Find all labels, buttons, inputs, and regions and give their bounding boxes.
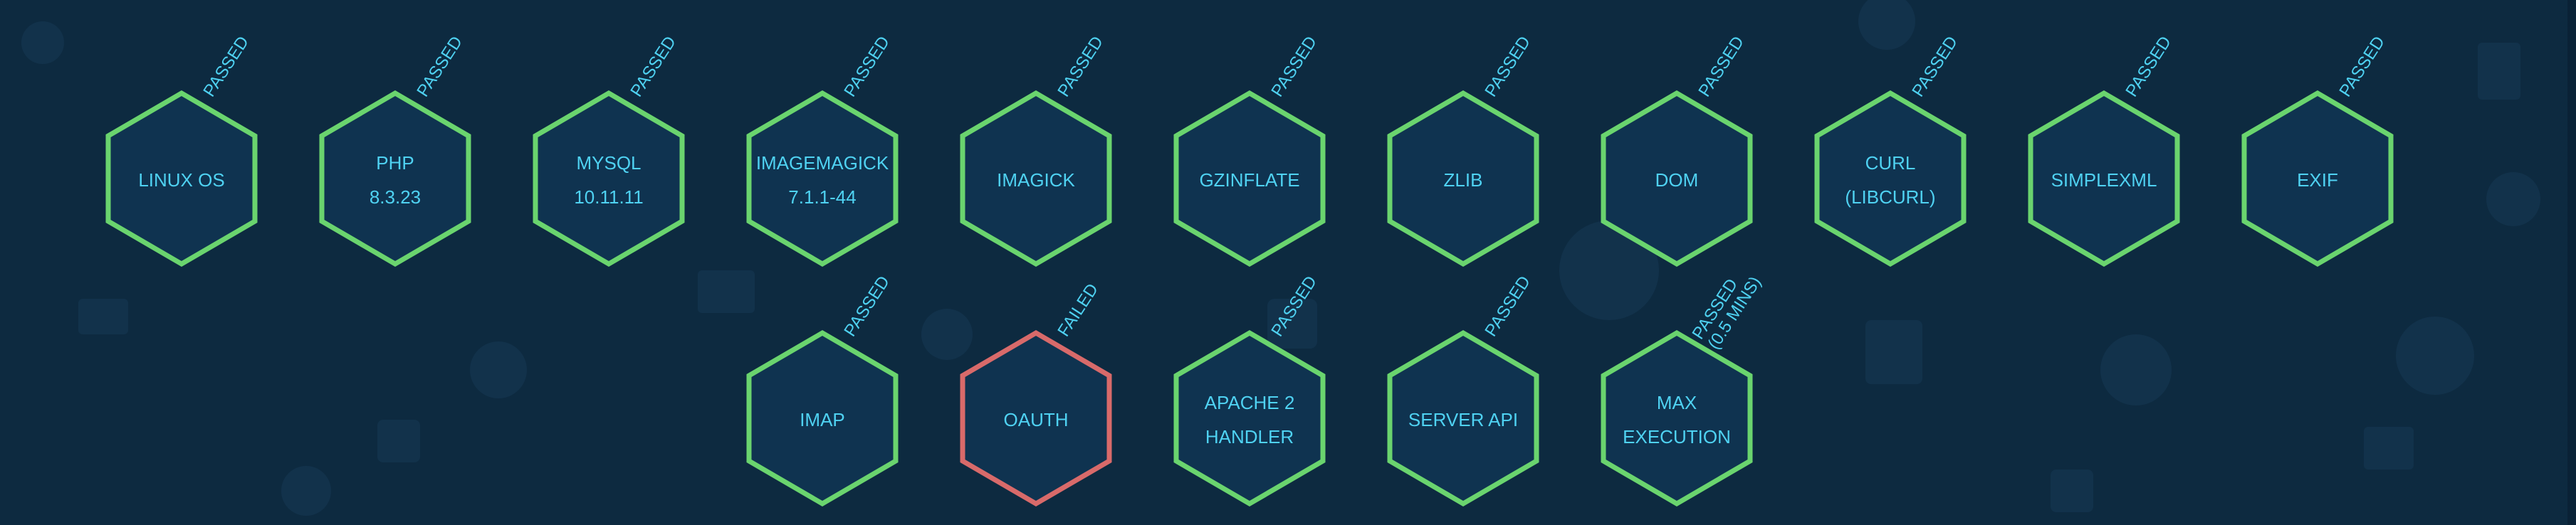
- check-item: GZINFLATE: [1157, 88, 1342, 272]
- check-label: IMAP: [751, 377, 894, 462]
- check-item: IMAGEMAGICK 7.1.1-44: [730, 88, 915, 272]
- passed-hexagon-icon: [319, 90, 471, 267]
- check-item: DOM: [1584, 88, 1769, 272]
- check-item: MAX EXECUTION: [1584, 327, 1769, 512]
- check-item: LINUX OS: [89, 88, 274, 272]
- check-item: IMAGICK: [943, 88, 1129, 272]
- check-label: IMAGEMAGICK 7.1.1-44: [751, 137, 894, 223]
- check-label-line: EXIF: [2297, 169, 2338, 191]
- passed-hexagon-icon: [1387, 329, 1539, 507]
- check-label-line: CURL: [1865, 152, 1916, 174]
- check-label-line: GZINFLATE: [1199, 169, 1300, 191]
- check-label: SERVER API: [1392, 377, 1534, 462]
- check-label: SIMPLEXML: [2033, 137, 2175, 223]
- check-item: MYSQL 10.11.11: [516, 88, 701, 272]
- check-label-line: (LIBCURL): [1845, 186, 1936, 208]
- check-label: CURL (LIBCURL): [1819, 137, 1962, 223]
- check-label: LINUX OS: [110, 137, 253, 223]
- passed-hexagon-icon: [1601, 90, 1753, 267]
- passed-hexagon-icon: [2241, 90, 2394, 267]
- check-label-line: APACHE 2: [1204, 392, 1295, 413]
- check-label: EXIF: [2246, 137, 2389, 223]
- check-label-line: MYSQL: [576, 152, 642, 174]
- check-label-line: ZLIB: [1443, 169, 1483, 191]
- check-label-line: 7.1.1-44: [788, 186, 857, 208]
- passed-hexagon-icon: [1173, 90, 1326, 267]
- check-label: PHP 8.3.23: [324, 137, 466, 223]
- check-label: GZINFLATE: [1178, 137, 1321, 223]
- check-label: OAUTH: [965, 377, 1107, 462]
- check-label: DOM: [1606, 137, 1748, 223]
- passed-hexagon-icon: [105, 90, 258, 267]
- check-label-line: 10.11.11: [574, 186, 644, 208]
- check-label-line: IMAGEMAGICK: [755, 152, 889, 174]
- passed-hexagon-icon: [746, 90, 899, 267]
- check-label-line: MAX: [1656, 392, 1697, 413]
- check-label: APACHE 2 HANDLER: [1178, 377, 1321, 462]
- check-label-line: SERVER API: [1408, 409, 1519, 430]
- check-label: MYSQL 10.11.11: [538, 137, 680, 223]
- check-label-line: LINUX OS: [138, 169, 225, 191]
- passed-hexagon-icon: [1387, 90, 1539, 267]
- check-label-line: DOM: [1655, 169, 1699, 191]
- check-item: PHP 8.3.23: [303, 88, 488, 272]
- check-label: ZLIB: [1392, 137, 1534, 223]
- passed-hexagon-icon: [960, 90, 1112, 267]
- check-label-line: IMAGICK: [997, 169, 1075, 191]
- check-item: CURL (LIBCURL): [1798, 88, 1983, 272]
- check-label: MAX EXECUTION: [1606, 377, 1748, 462]
- passed-hexagon-icon: [1814, 90, 1967, 267]
- check-item: EXIF: [2225, 88, 2410, 272]
- check-item: IMAP: [730, 327, 915, 512]
- passed-hexagon-icon: [1173, 329, 1326, 507]
- check-item: APACHE 2 HANDLER: [1157, 327, 1342, 512]
- passed-hexagon-icon: [1601, 329, 1753, 507]
- passed-hexagon-icon: [746, 329, 899, 507]
- check-label-line: HANDLER: [1205, 426, 1294, 447]
- check-label-line: OAUTH: [1003, 409, 1069, 430]
- scrollbar[interactable]: [2567, 0, 2576, 525]
- check-label-line: PHP: [376, 152, 414, 174]
- check-item: ZLIB: [1371, 88, 1556, 272]
- check-item: SIMPLEXML: [2011, 88, 2197, 272]
- failed-hexagon-icon: [960, 329, 1112, 507]
- check-label-line: IMAP: [800, 409, 845, 430]
- check-label-line: SIMPLEXML: [2051, 169, 2157, 191]
- passed-hexagon-icon: [533, 90, 685, 267]
- passed-hexagon-icon: [2028, 90, 2180, 267]
- check-label-line: EXECUTION: [1623, 426, 1731, 447]
- check-label-line: 8.3.23: [369, 186, 422, 208]
- check-label: IMAGICK: [965, 137, 1107, 223]
- check-item: OAUTH: [943, 327, 1129, 512]
- check-item: SERVER API: [1371, 327, 1556, 512]
